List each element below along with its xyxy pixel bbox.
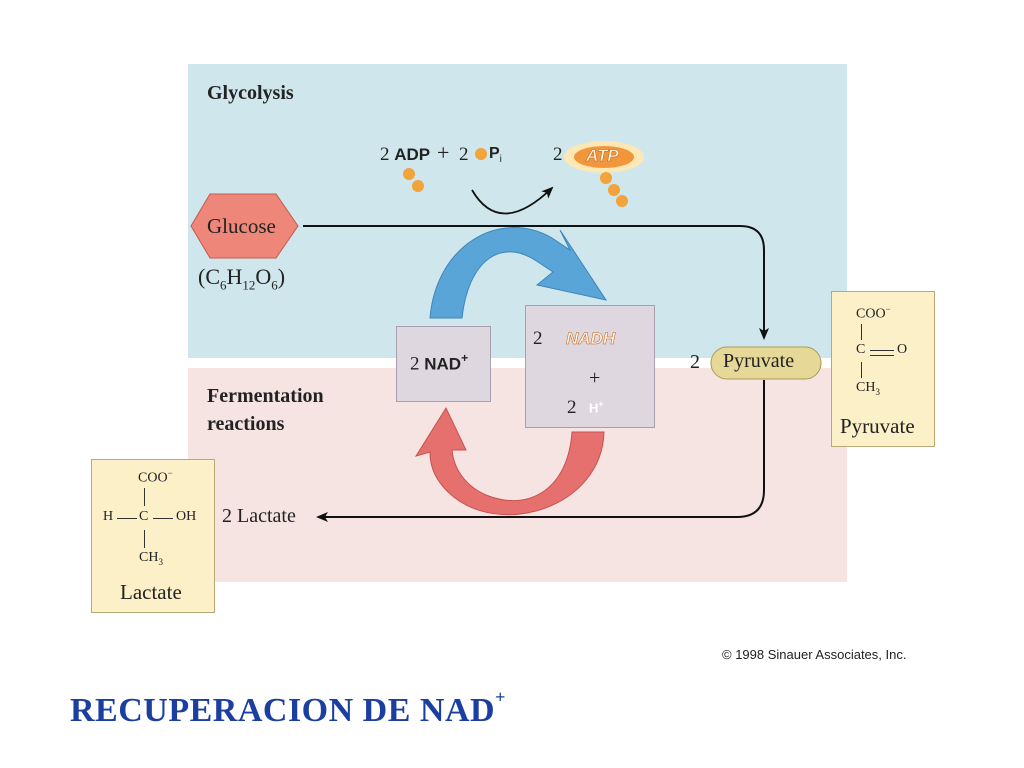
adp-reactant: 2 ADP — [380, 144, 431, 165]
plus-sign: + — [437, 140, 450, 165]
lactate-coo: COO− — [138, 468, 173, 486]
pyruvate-double-bond — [870, 350, 894, 356]
adp-to-atp-arrow — [471, 186, 554, 215]
pi-coef: 2 — [459, 144, 469, 165]
fermentation-title-line1: Fermentation — [207, 385, 324, 407]
pyruvate-structure-box — [831, 291, 935, 447]
lactate-bond-h — [117, 518, 137, 519]
lactate-c: C — [139, 509, 149, 524]
lactate-bond-oh — [153, 518, 173, 519]
fermentation-title-line2: reactions — [207, 413, 285, 435]
nadh-coef: 2 — [533, 328, 543, 349]
glucose-label: Glucose — [207, 214, 276, 238]
nad-box — [396, 326, 491, 402]
pyruvate-structure-name: Pyruvate — [840, 414, 915, 438]
pyruvate-coo: COO− — [856, 304, 891, 322]
atp-label: ATP — [586, 146, 619, 166]
lactate-oh: OH — [176, 509, 197, 524]
lactate-structure-name: Lactate — [120, 580, 182, 604]
pyruvate-to-lactate-line — [316, 380, 765, 522]
pyruvate-bond-2 — [861, 362, 862, 378]
pyruvate-pill — [710, 346, 822, 380]
pyruvate-coef: 2 — [690, 351, 700, 373]
pyruvate-bond-1 — [861, 324, 862, 340]
red-oxidation-arrow — [414, 406, 605, 516]
pyruvate-o: O — [897, 342, 908, 357]
pyruvate-c: C — [856, 342, 866, 357]
glycolysis-title: Glycolysis — [207, 82, 294, 104]
fermentation-panel — [188, 368, 847, 582]
h-label: H+ — [589, 399, 604, 416]
copyright-notice: © 1998 Sinauer Associates, Inc. — [722, 647, 907, 662]
lactate-ch3: CH3 — [139, 550, 163, 567]
glucose-formula: (C6H12O6) — [198, 264, 286, 293]
nadh-box — [525, 305, 655, 428]
atp-coef: 2 — [553, 144, 563, 165]
pyruvate-label: Pyruvate — [723, 350, 795, 372]
nad-label: 2 NAD+ — [410, 351, 469, 375]
pyruvate-ch3: CH3 — [856, 380, 880, 397]
lactate-structure-box — [91, 459, 215, 613]
h-coef: 2 — [567, 397, 577, 418]
lactate-label: 2 Lactate — [222, 505, 296, 527]
slide-title: RECUPERACION DE NAD+ — [70, 686, 506, 729]
glucose-to-pyruvate-line — [303, 225, 769, 340]
blue-reduction-arrow — [429, 227, 608, 319]
lactate-h: H — [103, 509, 114, 524]
pi-label: Pi — [489, 145, 502, 166]
glucose-hexagon — [190, 193, 299, 259]
lactate-bond-1 — [144, 488, 145, 506]
lactate-bond-2 — [144, 530, 145, 548]
nadh-label: NADH — [566, 329, 616, 349]
nadh-plus: + — [589, 367, 601, 389]
